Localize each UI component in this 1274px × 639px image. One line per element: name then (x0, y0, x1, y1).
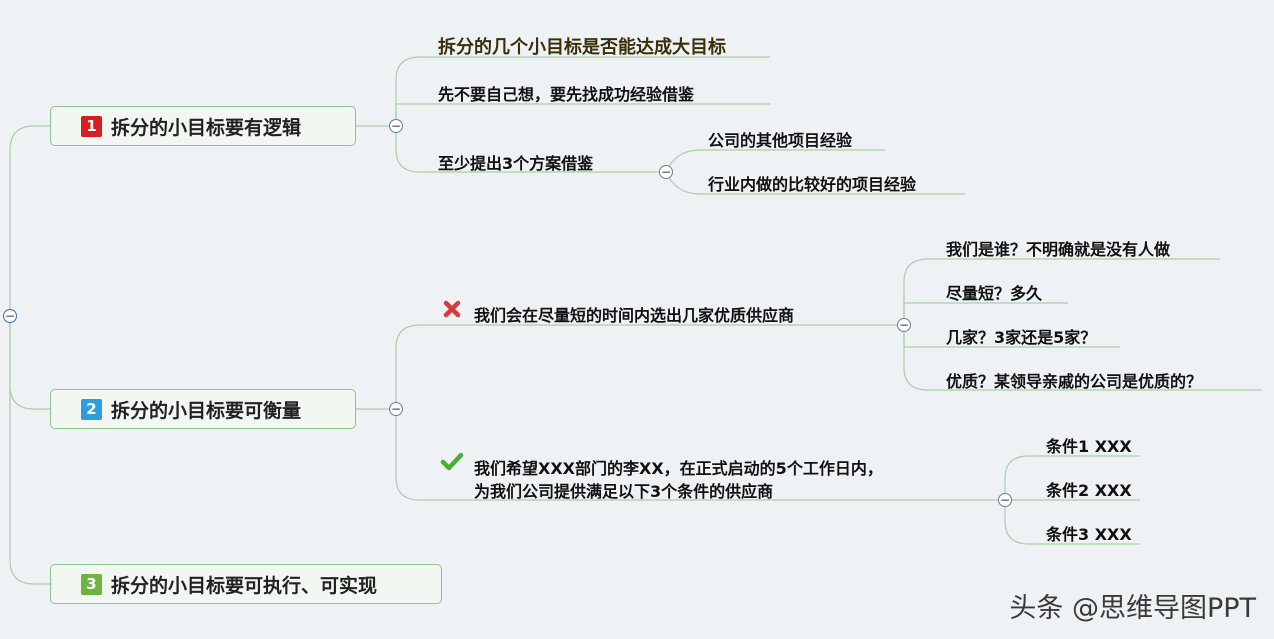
goal-1-child-3-collapse-toggle[interactable]: − (659, 165, 673, 179)
question-2: 尽量短？多久 (946, 284, 1043, 303)
goal-1-child-2: 先不要自己想，要先找成功经验借鉴 (438, 85, 695, 104)
goal-2-label: 拆分的小目标要可衡量 (111, 399, 302, 422)
question-3: 几家？3家还是5家？ (946, 328, 1097, 347)
goal-1-number-badge: 1 (81, 115, 102, 137)
goal-1-sub-child-1: 公司的其他项目经验 (708, 131, 853, 150)
condition-1: 条件1 XXX (1046, 437, 1132, 456)
good-example-line-2: 为我们公司提供满足以下3个条件的供应商 (474, 482, 774, 501)
good-example-collapse-toggle[interactable]: − (998, 493, 1012, 507)
question-1: 我们是谁？不明确就是没有人做 (946, 240, 1171, 259)
red-cross-icon (443, 300, 461, 318)
root-collapse-toggle[interactable]: − (3, 309, 17, 323)
goal-2-node[interactable]: 2 拆分的小目标要可衡量 (50, 389, 356, 429)
good-example-line-1: 我们希望XXX部门的李XX，在正式启动的5个工作日内， (474, 459, 883, 478)
goal-3-label: 拆分的小目标要可执行、可实现 (111, 574, 378, 597)
green-check-icon (440, 452, 464, 471)
question-4: 优质？某领导亲戚的公司是优质的？ (946, 372, 1203, 391)
watermark: 头条 @思维导图PPT (1009, 593, 1256, 624)
goal-3-number-badge: 3 (81, 573, 102, 595)
goal-1-label: 拆分的小目标要有逻辑 (111, 116, 302, 139)
goal-1-child-1: 拆分的几个小目标是否能达成大目标 (438, 37, 726, 58)
bad-example-text: 我们会在尽量短的时间内选出几家优质供应商 (474, 306, 795, 325)
goal-2-number-badge: 2 (81, 398, 102, 420)
goal-1-child-3: 至少提出3个方案借鉴 (438, 154, 594, 173)
goal-1-sub-child-2: 行业内做的比较好的项目经验 (708, 175, 917, 194)
goal-1-node[interactable]: 1 拆分的小目标要有逻辑 (50, 106, 356, 146)
goal-2-collapse-toggle[interactable]: − (389, 402, 403, 416)
goal-1-collapse-toggle[interactable]: − (389, 119, 403, 133)
condition-2: 条件2 XXX (1046, 481, 1132, 500)
condition-3: 条件3 XXX (1046, 525, 1132, 544)
bad-example-collapse-toggle[interactable]: − (897, 318, 911, 332)
goal-3-node[interactable]: 3 拆分的小目标要可执行、可实现 (50, 564, 442, 604)
